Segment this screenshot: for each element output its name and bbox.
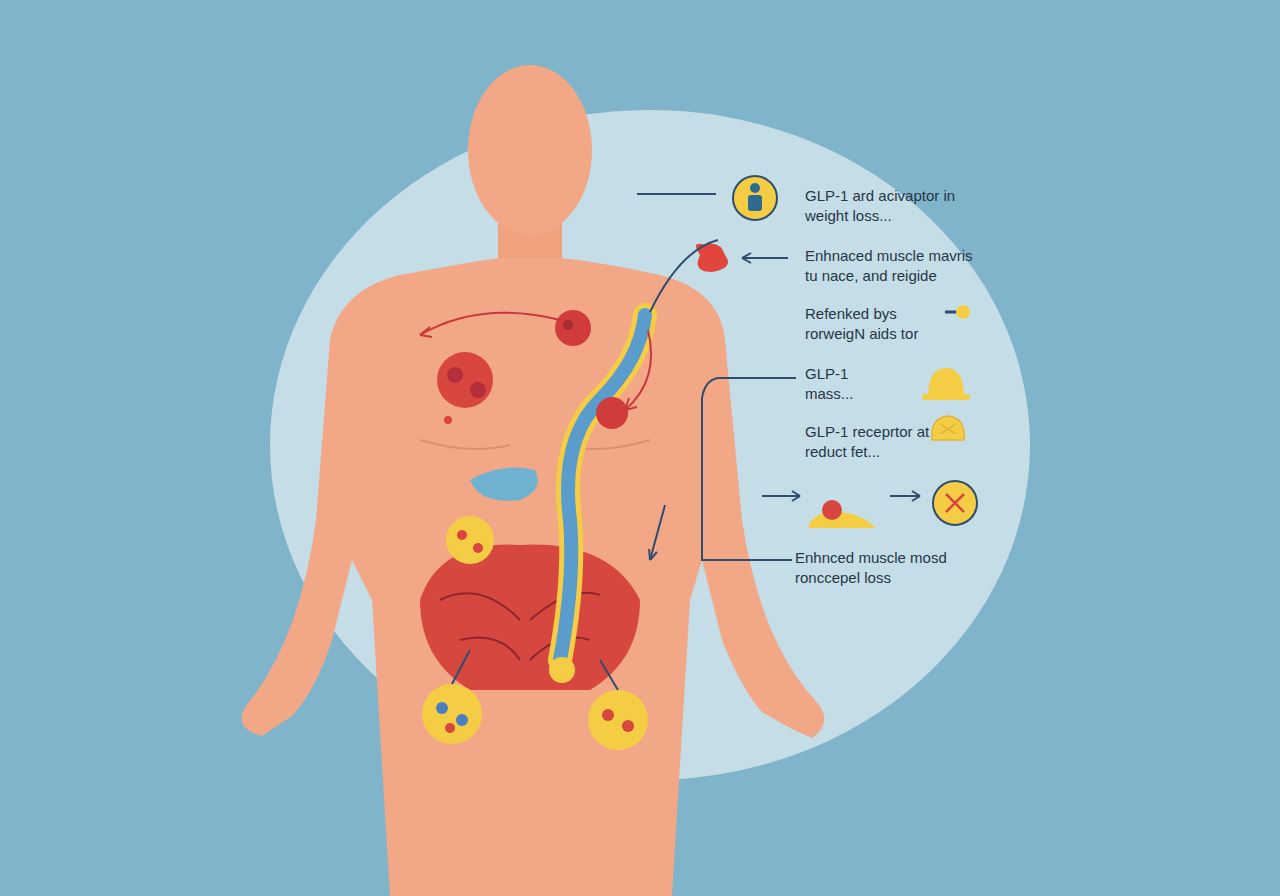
blue-tube xyxy=(549,315,645,683)
yellow-cells xyxy=(422,516,648,750)
callout-label: Refenked bys rorweigN aids tor xyxy=(805,304,935,344)
callout-label: Enhnaced muscle mavris tu nace, and reig… xyxy=(805,246,985,286)
red-clusters xyxy=(437,244,728,429)
callout-label: GLP-1 ard acivaptor in weight loss... xyxy=(805,186,985,226)
red-arrows xyxy=(420,313,651,410)
callout-label: GLP-1 mass... xyxy=(805,364,877,404)
icons xyxy=(733,176,977,528)
pelvis-organ xyxy=(420,545,640,690)
organ-kidney xyxy=(470,468,538,501)
callout-label: Enhnced muscle mosd ronccepel loss xyxy=(795,548,960,588)
callout-label: GLP-1 receprtor at reduct fet... xyxy=(805,422,950,462)
body-figure xyxy=(242,65,825,896)
